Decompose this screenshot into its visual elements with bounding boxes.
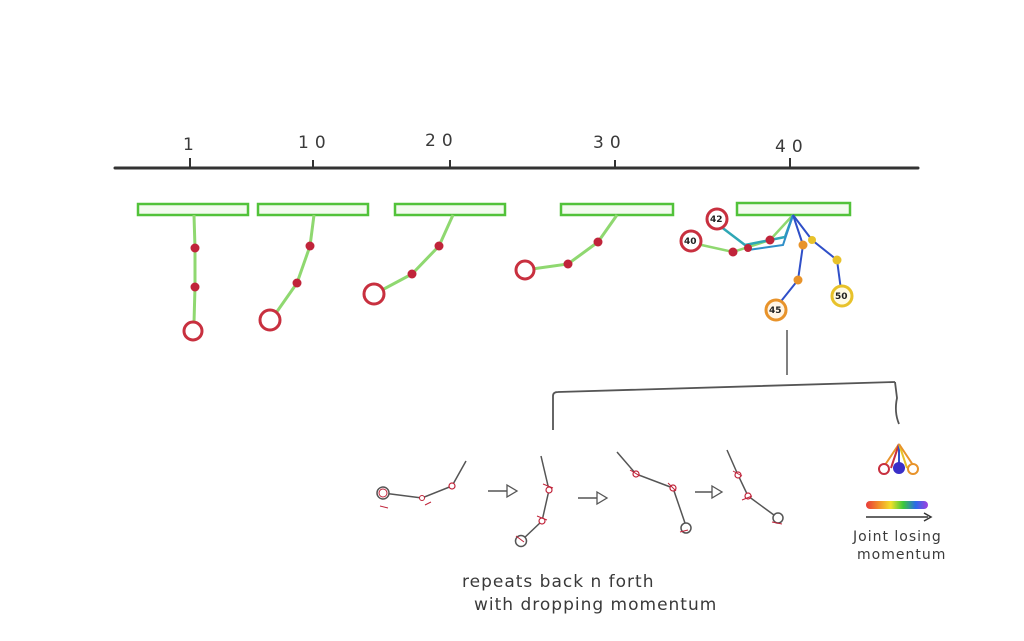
note-joint-line1: Joint losing xyxy=(852,529,942,545)
joint xyxy=(305,241,315,251)
joint xyxy=(292,278,302,288)
converging-pendulum-icon xyxy=(878,443,919,475)
rope xyxy=(531,214,619,271)
anchor-bar xyxy=(559,202,675,217)
arrow-icon xyxy=(488,483,519,499)
swing-pose xyxy=(726,449,784,525)
arrow-icon xyxy=(578,490,609,506)
ball-label-45: 45 xyxy=(769,306,782,316)
rope-pose-50 xyxy=(792,214,842,291)
joint xyxy=(593,237,603,247)
arrow-icon xyxy=(695,484,724,500)
joint xyxy=(744,244,752,252)
tick-label-1: 1 xyxy=(183,135,200,155)
joint xyxy=(407,269,417,279)
note-repeat-line1: repeats back n forth xyxy=(462,572,654,592)
note-repeat-line2: with dropping momentum xyxy=(474,595,717,615)
pendulum-frame-1 xyxy=(136,202,250,342)
swing-pose xyxy=(514,455,554,548)
pendulum-frame-10 xyxy=(256,202,370,332)
rope xyxy=(192,214,197,324)
joint xyxy=(190,243,200,253)
rope xyxy=(274,214,316,314)
pendulum-ball xyxy=(764,298,788,322)
detail-bracket xyxy=(552,330,900,430)
pendulum-ball xyxy=(830,284,854,308)
ball-label-40: 40 xyxy=(684,237,697,247)
swing-sequence xyxy=(376,449,784,548)
joint xyxy=(434,241,444,251)
swing-pose xyxy=(376,460,467,509)
rope-pose-42 xyxy=(719,214,795,247)
joint xyxy=(832,255,842,265)
anchor-bar xyxy=(256,202,370,217)
pendulum-frame-30 xyxy=(514,202,675,281)
swing-pose xyxy=(616,451,692,534)
rope-pose-45 xyxy=(777,214,805,306)
timeline: 1 10 20 30 40 xyxy=(113,131,920,170)
pendulum-ball xyxy=(258,308,282,332)
joint xyxy=(793,275,803,285)
anchor-bar xyxy=(136,202,250,217)
pendulum-ball xyxy=(705,207,729,231)
anchor-bar xyxy=(393,202,507,217)
rope-pose-40 xyxy=(696,214,794,254)
pendulum-frame-40: 40 42 45 50 xyxy=(679,201,854,322)
joint xyxy=(798,240,808,250)
tick-label-20: 20 xyxy=(425,131,459,151)
tick-label-10: 10 xyxy=(298,133,332,153)
joint xyxy=(808,236,816,244)
momentum-gradient xyxy=(866,501,933,522)
anchor-bar xyxy=(735,201,852,217)
rope-pose-mid xyxy=(747,214,794,251)
joint xyxy=(190,282,200,292)
ball-label-50: 50 xyxy=(835,292,848,302)
joint xyxy=(563,259,573,269)
tick-label-40: 40 xyxy=(775,137,809,157)
joint xyxy=(728,247,738,257)
pendulum-ball xyxy=(514,259,536,281)
rope xyxy=(381,214,455,292)
pendulum-frame-20 xyxy=(362,202,507,306)
pendulum-ball xyxy=(679,229,703,253)
pendulum-ball xyxy=(182,320,204,342)
note-joint-line2: momentum xyxy=(857,547,946,563)
joint xyxy=(765,235,775,245)
pendulum-ball xyxy=(362,282,386,306)
tick-label-30: 30 xyxy=(593,133,627,153)
ball-label-42: 42 xyxy=(710,215,723,225)
